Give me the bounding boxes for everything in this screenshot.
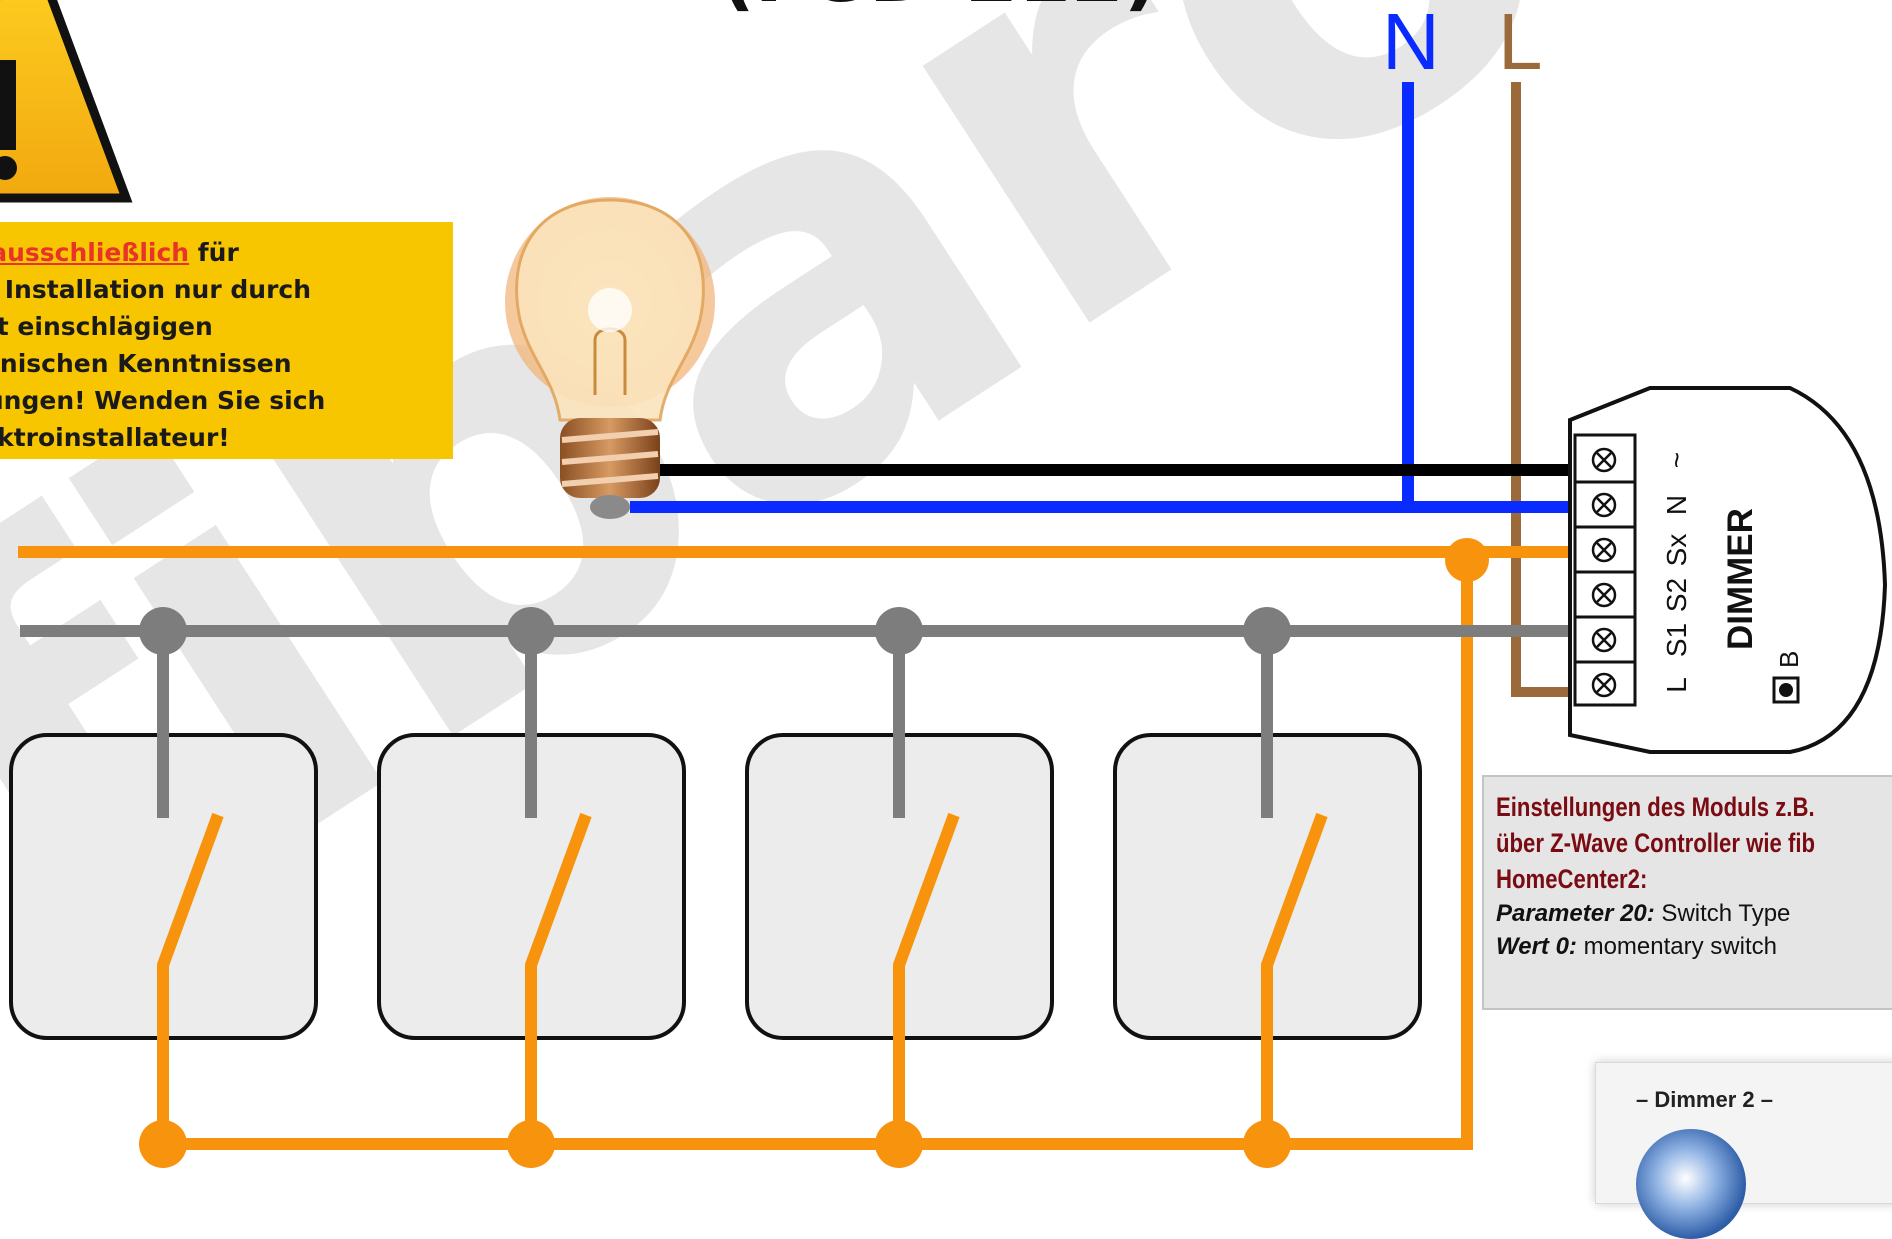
settings-parameter-row: Parameter 20: Switch Type [1496,897,1892,930]
light-bulb-icon [505,197,715,519]
warning-box: ung ausschließlich für äfte! Installatio… [0,222,453,459]
switch-2 [377,607,686,1168]
dimmer-module: L S1 S2 Sx N ~ DIMMER B [1568,386,1888,754]
parameter-value: Switch Type [1654,900,1791,927]
switches-group [9,607,1422,1168]
switch-orange-junction [507,1120,555,1168]
terminal-label: N [1661,495,1692,515]
switch-orange-junction [875,1120,923,1168]
warning-text: ung ausschließlich für äfte! Installatio… [0,234,439,456]
terminal-label: S2 [1661,578,1692,612]
product-orb-icon [1636,1129,1746,1239]
warning-highlight: ausschließlich [0,238,190,267]
value-label: Wert 0: [1496,933,1577,960]
terminal-label: L [1661,677,1692,693]
switch-gray-junction [507,607,555,655]
product-name: – Dimmer 2 – [1636,1087,1773,1112]
terminal-cross-icon [1596,497,1612,513]
terminal-cross-icon [1596,587,1612,603]
switch-gray-junction [875,607,923,655]
switch-gray-junction [1243,607,1291,655]
wiring-svg: L S1 S2 Sx N ~ DIMMER B [0,0,1888,1168]
module-button-label: B [1774,651,1804,668]
diagram-title: (FGD-212) [720,0,1158,19]
module-name: DIMMER [1721,508,1760,650]
switch-4 [1113,607,1422,1168]
switch-gray-junction [139,607,187,655]
switch-contact [893,812,960,1144]
switch-1 [9,607,318,1168]
settings-box: Einstellungen des Moduls z.B. über Z-Wav… [1482,775,1892,1010]
terminal-cross-icon [1596,542,1612,558]
switch-3 [745,607,1054,1168]
settings-heading: Einstellungen des Moduls z.B. über Z-Wav… [1496,792,1816,894]
terminal-label: S1 [1661,623,1692,657]
switch-contact [1261,812,1328,1144]
live-label: L [1498,0,1543,86]
switch-contact [157,812,224,1144]
switch-contact [525,812,592,1144]
product-box-image: – Dimmer 2 – [1595,1062,1892,1239]
warning-rest: äfte! Installation nur durch al mit eins… [0,275,326,452]
live-wire [1511,82,1570,697]
settings-value-row: Wert 0: momentary switch [1496,930,1892,963]
switch-orange-junction [1243,1120,1291,1168]
value-value: momentary switch [1576,933,1777,960]
switch-orange-junction [139,1120,187,1168]
parameter-label: Parameter 20: [1496,900,1655,927]
terminal-cross-icon [1596,452,1612,468]
neutral-label: N [1382,0,1440,86]
terminal-label: Sx [1661,534,1692,567]
terminal-cross-icon [1596,632,1612,648]
terminal-label: ~ [1661,452,1692,468]
terminal-cross-icon [1596,677,1612,693]
warning-triangle-icon [0,0,133,203]
warning-line1-post: für [189,238,239,267]
